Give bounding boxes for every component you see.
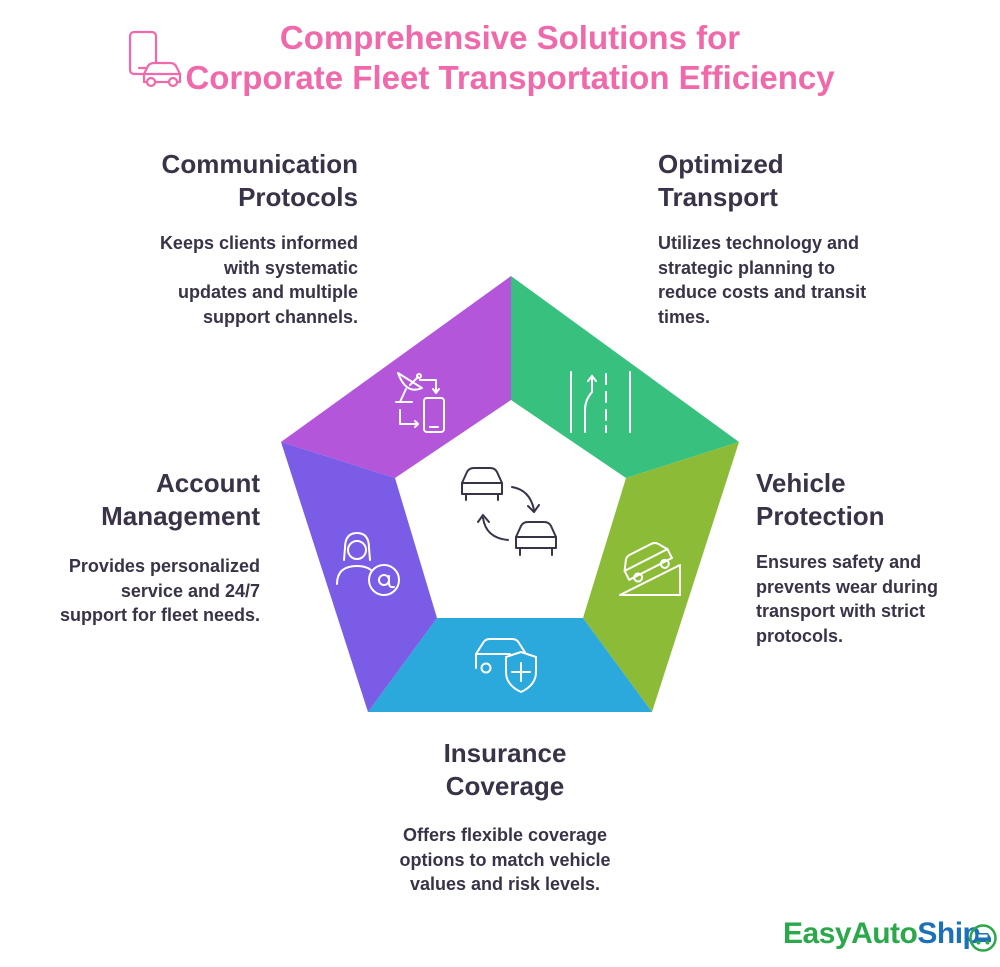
desc-account: Provides personalized service and 24/7 s… (20, 554, 260, 628)
heading-communication: Communication Protocols (98, 148, 358, 214)
desc-line: Provides personalized (68, 556, 260, 576)
heading-line: Coverage (445, 771, 565, 801)
heading-line: Optimized (658, 149, 784, 179)
segment-transport (511, 276, 739, 478)
desc-line: updates and multiple (177, 282, 358, 302)
heading-line: Transport (658, 182, 778, 212)
phone-car-icon (128, 30, 182, 88)
desc-line: protocols. (756, 625, 844, 646)
person-at-icon (336, 532, 400, 596)
desc-line: Offers flexible coverage (402, 825, 608, 845)
desc-line: Keeps clients informed (159, 233, 358, 253)
desc-line: reduce costs and transit (658, 282, 867, 302)
heading-line: Management (101, 501, 260, 531)
desc-line: strategic planning to (658, 257, 836, 278)
heading-line: Insurance (443, 738, 567, 768)
heading-line: Vehicle (756, 468, 846, 498)
heading-account: Account Management (40, 467, 260, 533)
car-on-ramp-icon (619, 541, 681, 596)
heading-line: Protection (756, 501, 885, 531)
heading-line: Account (156, 468, 260, 498)
desc-transport: Utilizes technology and strategic planni… (658, 231, 948, 329)
car-shield-icon (475, 638, 537, 693)
heading-transport: Optimized Transport (658, 148, 938, 214)
desc-line: support for fleet needs. (59, 605, 260, 625)
desc-line: options to match vehicle (399, 849, 611, 870)
brand-logo: EasyAutoShip (783, 917, 981, 951)
page-title: Comprehensive Solutions for Corporate Fl… (150, 18, 870, 98)
heading-vehicle: Vehicle Protection (756, 467, 976, 533)
heading-line: Communication (161, 149, 358, 179)
title-line-2: Corporate Fleet Transportation Efficienc… (185, 59, 835, 96)
satellite-phone-icon (395, 372, 445, 433)
segment-account (281, 442, 437, 712)
car-globe-icon (969, 924, 997, 952)
desc-line: Utilizes technology and (658, 233, 860, 253)
desc-insurance: Offers flexible coverage options to matc… (355, 823, 655, 897)
title-line-1: Comprehensive Solutions for (279, 19, 741, 56)
desc-line: transport with strict (756, 601, 926, 621)
desc-line: values and risk levels. (409, 874, 601, 894)
segment-vehicle (583, 442, 739, 712)
desc-line: Ensures safety and (756, 552, 922, 572)
heading-insurance: Insurance Coverage (355, 737, 655, 803)
desc-line: support channels. (202, 306, 358, 327)
logo-text-easyauto: EasyAuto (783, 917, 918, 950)
desc-line: service and 24/7 (120, 580, 260, 601)
cars-cycle-icon (461, 467, 557, 556)
road-lanes-icon (570, 371, 631, 433)
segment-communication (281, 276, 511, 478)
desc-vehicle: Ensures safety and prevents wear during … (756, 550, 976, 648)
desc-line: times. (658, 306, 711, 327)
desc-line: prevents wear during (756, 576, 939, 597)
desc-communication: Keeps clients informed with systematic u… (98, 231, 358, 329)
desc-line: with systematic (223, 257, 358, 278)
heading-line: Protocols (238, 182, 358, 212)
